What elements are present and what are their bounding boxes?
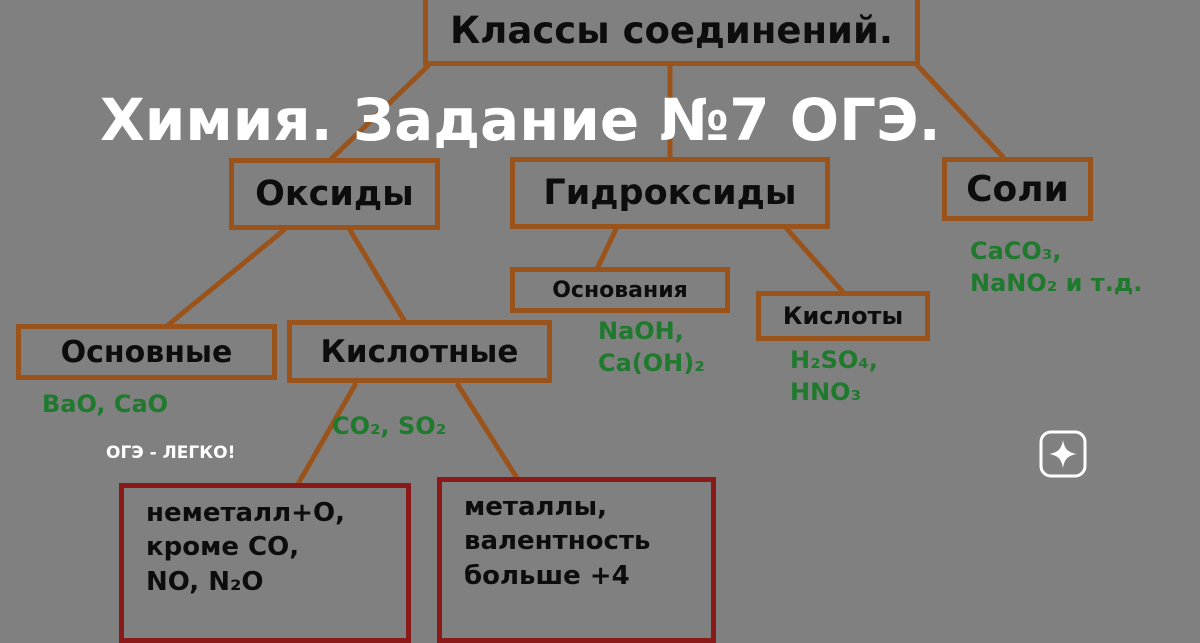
channel-name[interactable]: ОГЭ - ЛЕГКО! — [106, 443, 236, 463]
page-title: Химия. Задание №7 ОГЭ. — [100, 86, 941, 154]
metal-note: металлы, валентность больше +4 — [437, 477, 716, 643]
connector-hydroxides-acids — [784, 226, 846, 295]
basic-oxides-node: Основные — [16, 324, 277, 380]
connector-acidic-nonmetal — [295, 382, 358, 487]
connector-oxides-basic — [165, 227, 287, 328]
nonmetal-note: неметалл+О, кроме СО, NO, N₂O — [119, 483, 411, 643]
connector-lines — [165, 63, 1006, 487]
basic-oxides-examples: BaO, CaO — [42, 390, 169, 418]
salts-examples: CaCO₃, NaNO₂ и т.д. — [970, 237, 1143, 298]
connector-hydroxides-bases — [594, 226, 619, 272]
connector-root-oxides — [327, 63, 431, 163]
connector-acidic-metal — [455, 382, 520, 481]
acids-node: Кислоты — [756, 291, 930, 341]
classification-diagram: Классы соединений. Оксиды Гидроксиды Сол… — [16, 0, 1143, 643]
salts-node: Соли — [942, 157, 1093, 221]
acids-examples: H₂SO₄, HNO₃ — [790, 346, 878, 407]
hydroxides-node: Гидроксиды — [510, 157, 830, 229]
sparkle-icon[interactable] — [1039, 430, 1087, 478]
acidic-oxides-examples: CO₂, SO₂ — [332, 412, 447, 440]
oxides-node: Оксиды — [229, 158, 440, 230]
connector-root-salts — [915, 63, 1006, 160]
acidic-oxides-node: Кислотные — [287, 320, 552, 383]
bases-examples: NaOH, Ca(OH)₂ — [598, 317, 705, 378]
root-node: Классы соединений. — [423, 0, 920, 66]
connector-oxides-acidic — [347, 227, 408, 325]
bases-node: Основания — [510, 267, 730, 313]
